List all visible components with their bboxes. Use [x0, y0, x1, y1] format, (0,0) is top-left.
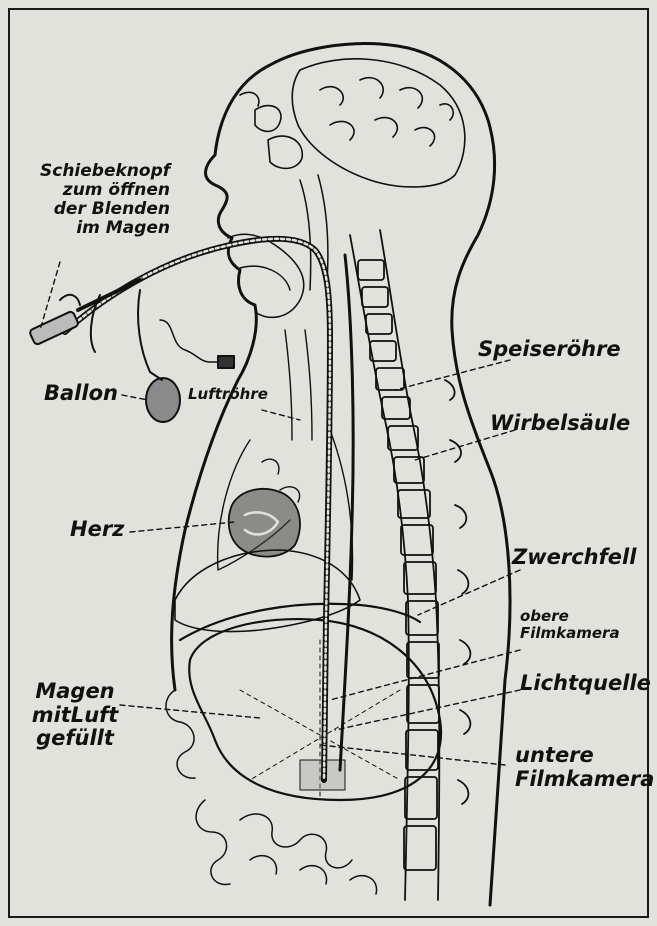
label-wirbelsaeule: Wirbelsäule [490, 412, 630, 436]
label-schiebeknopf: Schiebeknopf zum öffnen der Blenden im M… [40, 162, 170, 238]
label-magen: Magen mitLuft gefüllt [30, 680, 120, 751]
label-magen-line-2: mitLuft [30, 704, 120, 728]
label-untere-filmkamera-line-2: Filmkamera [515, 768, 654, 792]
label-zwerchfell: Zwerchfell [512, 546, 636, 570]
label-untere-filmkamera: untere Filmkamera [515, 744, 654, 791]
heart [229, 489, 300, 557]
label-obere-filmkamera-line-2: Filmkamera [520, 625, 620, 642]
label-obere-filmkamera: obere Filmkamera [520, 608, 620, 642]
label-magen-line-1: Magen [30, 680, 120, 704]
label-lichtquelle: Lichtquelle [520, 672, 651, 696]
label-schiebeknopf-line-3: der Blenden [40, 200, 170, 219]
label-herz: Herz [70, 518, 124, 542]
intestines [166, 690, 377, 894]
label-schiebeknopf-line-1: Schiebeknopf [40, 162, 170, 181]
label-obere-filmkamera-line-1: obere [520, 608, 620, 625]
skull [240, 59, 465, 187]
label-untere-filmkamera-line-1: untere [515, 744, 654, 768]
liver [175, 550, 360, 632]
stomach [189, 619, 441, 800]
label-speiseroehre: Speiseröhre [478, 338, 621, 362]
label-ballon: Ballon [44, 382, 118, 406]
label-schiebeknopf-line-2: zum öffnen [40, 181, 170, 200]
label-schiebeknopf-line-4: im Magen [40, 219, 170, 238]
label-magen-line-3: gefüllt [30, 727, 120, 751]
label-luftroehre: Luftröhre [188, 386, 268, 403]
